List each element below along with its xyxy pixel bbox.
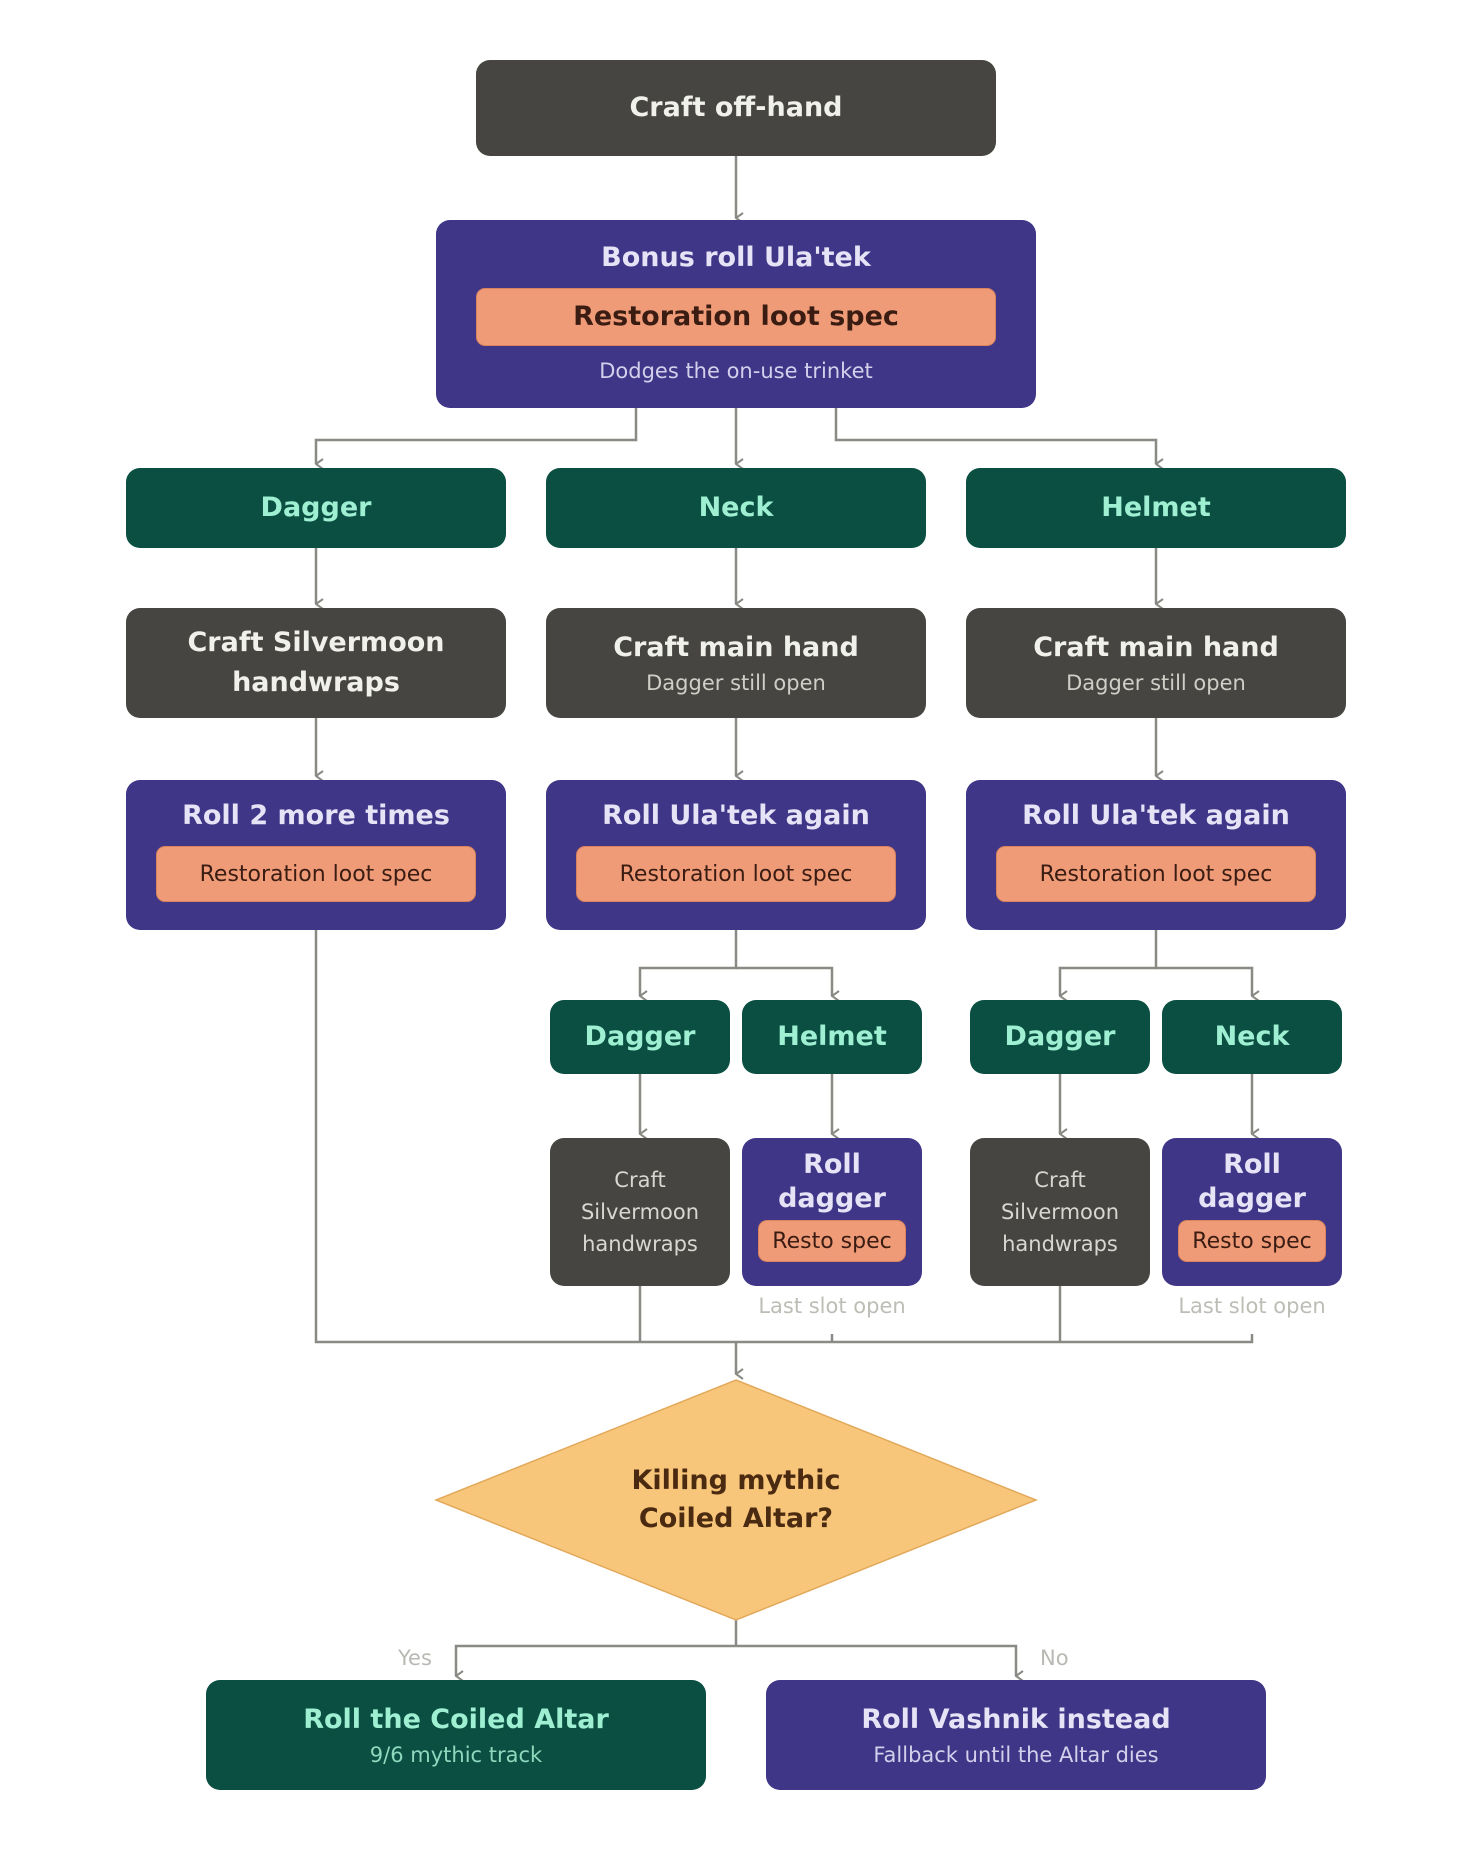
- dagger-node: Dagger: [126, 468, 506, 548]
- roll-coiled-altar-title: Roll the Coiled Altar: [303, 1704, 609, 1735]
- roll-ulatek-right-spec-label: Restoration loot spec: [1039, 861, 1273, 887]
- roll-dagger-mid-node: Roll dagger Resto spec: [742, 1138, 922, 1286]
- roll-ulatek-right-spec: Restoration loot spec: [996, 846, 1316, 902]
- roll-dagger-mid-spec: Resto spec: [758, 1220, 906, 1262]
- roll-ulatek-right-title: Roll Ula'tek again: [1022, 800, 1290, 831]
- craft-main-hand-right-node: Craft main hand Dagger still open: [966, 608, 1346, 718]
- helmet-node: Helmet: [966, 468, 1346, 548]
- craft-silvermoon-line1: Craft Silvermoon: [187, 627, 445, 658]
- roll-two-more-spec: Restoration loot spec: [156, 846, 476, 902]
- edge-rollmid-split2: [736, 966, 832, 996]
- dagger-mid-node: Dagger: [550, 1000, 730, 1074]
- craft-offhand-node: Craft off-hand: [476, 60, 996, 156]
- roll-dagger-right-line2: dagger: [1198, 1183, 1306, 1214]
- craft-main-hand-mid-node: Craft main hand Dagger still open: [546, 608, 926, 718]
- roll-dagger-mid-line2: dagger: [778, 1183, 886, 1214]
- edge-rollright-split2: [1156, 966, 1252, 996]
- neck-right-label: Neck: [1214, 1021, 1290, 1052]
- dagger-right-node: Dagger: [970, 1000, 1150, 1074]
- last-slot-open-mid: Last slot open: [758, 1294, 906, 1318]
- craft-small-right-line2: Silvermoon: [1000, 1200, 1120, 1224]
- decision-diamond: [433, 1379, 1039, 1621]
- neck-right-node: Neck: [1162, 1000, 1342, 1074]
- roll-dagger-mid-spec-label: Resto spec: [772, 1228, 892, 1254]
- edge-rollright-split: [1058, 930, 1158, 996]
- roll-two-more-node: Roll 2 more times Restoration loot spec: [126, 780, 506, 930]
- edge-merge-roll-right: [736, 1334, 1254, 1344]
- craft-silvermoon-mid-node: Craft Silvermoon handwraps: [550, 1138, 730, 1286]
- decision-line2: Coiled Altar?: [638, 1503, 834, 1534]
- no-label: No: [1040, 1646, 1069, 1670]
- craft-main-hand-right-title: Craft main hand: [1033, 632, 1279, 663]
- roll-two-more-title: Roll 2 more times: [182, 800, 450, 831]
- neck-label: Neck: [698, 492, 774, 523]
- craft-main-hand-mid-note: Dagger still open: [646, 671, 826, 695]
- roll-ulatek-mid-title: Roll Ula'tek again: [602, 800, 870, 831]
- helmet-label: Helmet: [1101, 492, 1211, 523]
- decision-line1: Killing mythic: [631, 1465, 841, 1496]
- roll-ulatek-mid-spec-label: Restoration loot spec: [619, 861, 853, 887]
- edge-decision-no: [736, 1644, 1016, 1676]
- roll-dagger-right-line1: Roll: [1223, 1149, 1281, 1180]
- dagger-right-label: Dagger: [1004, 1021, 1116, 1052]
- dagger-mid-label: Dagger: [584, 1021, 696, 1052]
- craft-silvermoon-node: Craft Silvermoon handwraps: [126, 608, 506, 718]
- bonus-roll-note: Dodges the on-use trinket: [599, 359, 873, 383]
- roll-ulatek-mid-spec: Restoration loot spec: [576, 846, 896, 902]
- roll-two-more-spec-label: Restoration loot spec: [199, 861, 433, 887]
- roll-coiled-altar-note: 9/6 mythic track: [369, 1743, 543, 1767]
- roll-dagger-mid-line1: Roll: [803, 1149, 861, 1180]
- craft-small-right-line3: handwraps: [1002, 1232, 1118, 1256]
- edge-rollmid-split: [638, 930, 738, 996]
- neck-node: Neck: [546, 468, 926, 548]
- craft-main-hand-mid-title: Craft main hand: [613, 632, 859, 663]
- roll-vashnik-title: Roll Vashnik instead: [861, 1704, 1171, 1735]
- edge-bonus-dagger: [314, 408, 638, 464]
- roll-dagger-right-node: Roll dagger Resto spec: [1162, 1138, 1342, 1286]
- bonus-roll-spec: Restoration loot spec: [476, 288, 996, 346]
- craft-silvermoon-line2: handwraps: [232, 667, 400, 698]
- bonus-roll-title: Bonus roll Ula'tek: [601, 242, 871, 273]
- edge-bonus-helmet: [834, 408, 1156, 464]
- craft-small-mid-line3: handwraps: [582, 1232, 698, 1256]
- roll-vashnik-note: Fallback until the Altar dies: [873, 1743, 1159, 1767]
- yes-label: Yes: [398, 1646, 432, 1670]
- roll-dagger-right-spec: Resto spec: [1178, 1220, 1326, 1262]
- roll-dagger-right-spec-label: Resto spec: [1192, 1228, 1312, 1254]
- craft-small-mid-line2: Silvermoon: [580, 1200, 700, 1224]
- roll-ulatek-right-node: Roll Ula'tek again Restoration loot spec: [966, 780, 1346, 930]
- dagger-label: Dagger: [260, 492, 372, 523]
- last-slot-open-right: Last slot open: [1178, 1294, 1326, 1318]
- roll-vashnik-node: Roll Vashnik instead Fallback until the …: [766, 1680, 1266, 1790]
- craft-main-hand-right-note: Dagger still open: [1066, 671, 1246, 695]
- helmet-mid-node: Helmet: [742, 1000, 922, 1074]
- craft-small-right-line1: Craft: [1034, 1168, 1086, 1192]
- helmet-mid-label: Helmet: [777, 1021, 887, 1052]
- edge-merge-left: [314, 930, 736, 1344]
- craft-small-mid-line1: Craft: [614, 1168, 666, 1192]
- roll-coiled-altar-node: Roll the Coiled Altar 9/6 mythic track: [206, 1680, 706, 1790]
- bonus-roll-spec-label: Restoration loot spec: [573, 301, 899, 332]
- bonus-roll-node: Bonus roll Ula'tek Restoration loot spec…: [436, 220, 1036, 408]
- edge-decision-yes: [454, 1644, 736, 1676]
- roll-ulatek-mid-node: Roll Ula'tek again Restoration loot spec: [546, 780, 926, 930]
- decision-text: Killing mythic Coiled Altar?: [436, 1462, 1036, 1542]
- craft-silvermoon-right-node: Craft Silvermoon handwraps: [970, 1138, 1150, 1286]
- craft-offhand-label: Craft off-hand: [629, 92, 843, 123]
